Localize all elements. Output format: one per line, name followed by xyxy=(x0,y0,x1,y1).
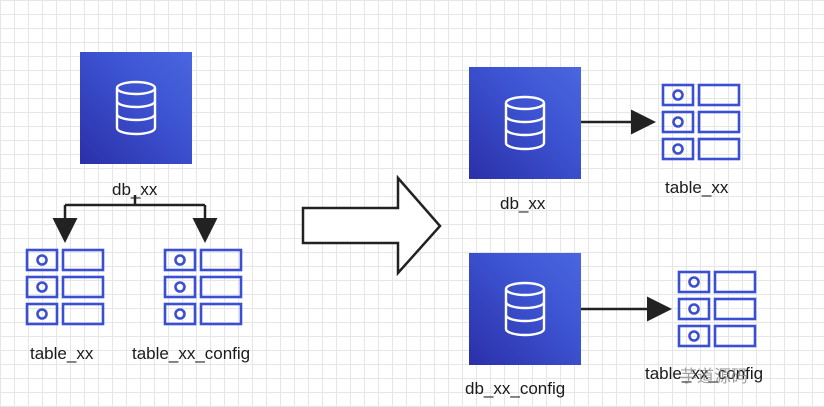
database-icon xyxy=(504,95,546,151)
database-label: db_xx_config xyxy=(465,379,566,398)
table-icon xyxy=(677,270,757,353)
database-label: db_xx xyxy=(500,194,546,213)
table-label: table_xx xyxy=(665,178,729,197)
table-icon xyxy=(661,83,741,166)
database-box-db-xx xyxy=(80,52,192,164)
table-icon xyxy=(163,248,243,331)
table-label: table_xx xyxy=(30,344,94,363)
database-icon xyxy=(504,281,546,337)
table-icon xyxy=(25,248,105,331)
database-box-db-xx xyxy=(469,67,581,179)
table-label: table_xx_config xyxy=(132,344,251,363)
database-icon xyxy=(115,80,157,136)
database-box-db-xx-config xyxy=(469,253,581,365)
table-label: table_xx_config xyxy=(645,364,764,383)
right-arrow-icon xyxy=(301,174,442,277)
database-label: db_xx xyxy=(112,180,158,199)
watermark: 芋道源码 xyxy=(680,367,748,386)
